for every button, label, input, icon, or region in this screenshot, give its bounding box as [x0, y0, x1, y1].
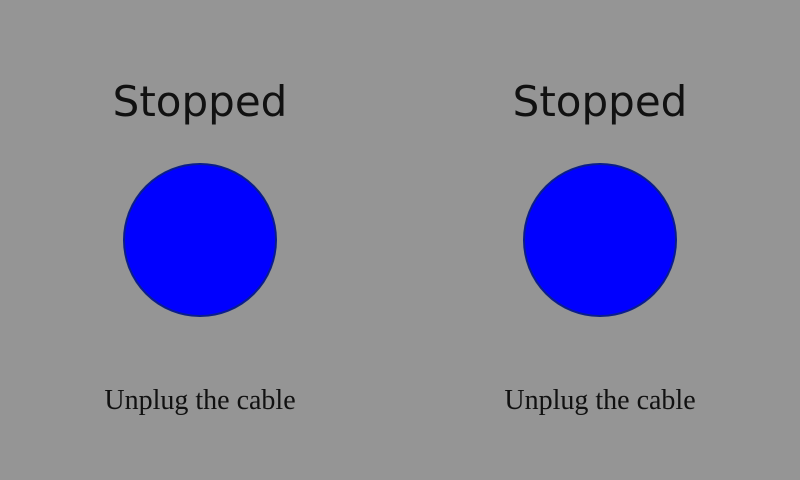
- instruction-text: Unplug the cable: [504, 385, 696, 416]
- left-panel: Stopped Unplug the cable: [104, 77, 296, 416]
- status-indicator-light: [523, 163, 677, 317]
- status-indicator-light: [123, 163, 277, 317]
- status-label: Stopped: [112, 77, 288, 126]
- instruction-text: Unplug the cable: [104, 385, 296, 416]
- right-panel: Stopped Unplug the cable: [400, 0, 800, 480]
- status-label: Stopped: [512, 77, 688, 126]
